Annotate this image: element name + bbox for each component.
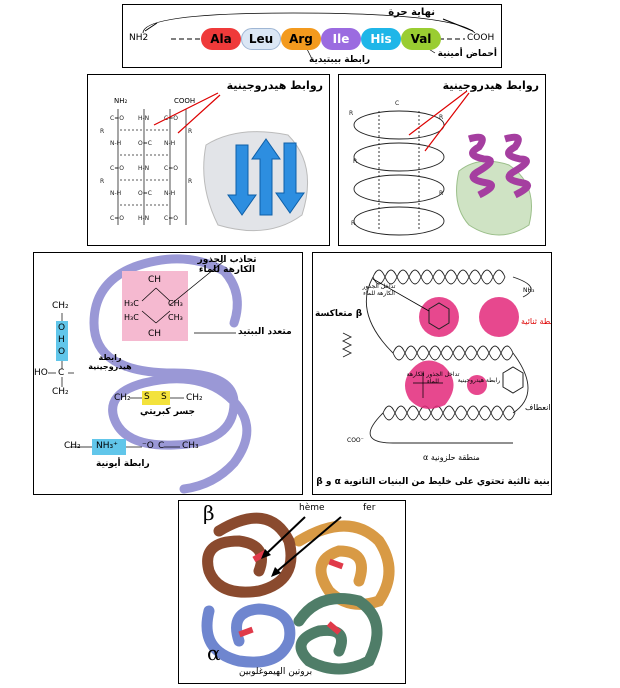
svg-text:C=O: C=O [110,115,124,122]
svg-text:N-H: N-H [110,140,121,147]
svg-text:R: R [351,220,355,227]
inside-hydrophobic-top: تداخل الجذور الكارهة للماء [362,283,396,297]
svg-text:C=O: C=O [164,215,178,222]
ch3-right: CH₃ [168,299,183,308]
ch2-ionic: CH₂ [64,441,81,451]
inside-hydrophobic-bottom: تداخل الجذور الكارهة للماء [406,371,460,385]
hydrogen-bond-mixed: رابطة هيدروجينية [457,377,501,384]
alpha-region-label: منطقة حلزونية α [423,453,480,462]
svg-text:R: R [188,178,192,185]
svg-text:H-N: H-N [138,215,149,222]
peptide-bond-label: رابطة بيبتيدية [309,55,371,65]
polypeptide-label: متعدد الببتيد [238,327,292,337]
amine-label: NH2 [129,33,149,43]
hemoglobin-drawing [201,512,395,675]
svg-text:N-H: N-H [110,190,121,197]
h-label: H [58,335,65,345]
beta-chain-label: β [203,501,215,525]
ch-top: CH [148,275,162,285]
peptide-chain-panel: نهاية حرة NH2 COOH Ala Leu Arg Ile His V… [122,4,502,68]
svg-text:N-H: N-H [164,190,175,197]
amino-acid-arg: Arg [281,28,321,50]
svg-text:H-N: H-N [138,165,149,172]
s-left: S [144,392,150,402]
amino-acid-leu: Leu [241,28,281,50]
disulfide-label: رابطة ثنائية [521,317,552,326]
svg-text:R: R [349,110,353,117]
svg-text:R: R [100,128,104,135]
svg-text:C=O: C=O [164,165,178,172]
svg-text:N-H: N-H [164,140,175,147]
ionic-bond-label: رابطة أيونية [96,459,150,469]
svg-text:R: R [100,178,104,185]
h3c-left-2: H₃C [124,313,139,322]
o-minus-label: ⁻O [142,441,154,451]
heme-label: hème [299,503,325,513]
hemoglobin-panel: β hème fer α بروتين الهيموغلوبين [178,500,406,684]
turn-region-label: منطقة انعطاف [525,403,551,412]
ch2-bottom: CH₂ [52,387,69,397]
sheet-title: روابط هيدروجينية [226,79,323,92]
ho-label: HO [34,368,48,378]
tertiary-backbone [48,254,252,494]
svg-text:R: R [439,190,443,197]
o-label-2: O [58,347,66,357]
h3c-left: H₃C [124,299,139,308]
nh3-label: NH₃⁺ [96,441,118,451]
ch2-top: CH₂ [52,301,69,311]
svg-text:C=O: C=O [110,215,124,222]
mixed-structure-panel: تداخل الجذور الكارهة للماء NH₃ β متعاكسة… [312,252,552,495]
disulfide-bridge-label: جسر كبريتي [140,407,196,417]
ch2-right-disulfide: CH₂ [186,393,203,403]
helix-title: روابط هيدروجينية [442,79,539,92]
svg-text:R: R [188,128,192,135]
svg-text:O=C: O=C [138,190,152,197]
svg-text:H-N: H-N [138,115,149,122]
nh3-mixed: NH₃ [523,287,535,294]
o-label: O [58,323,66,333]
c-label: C [58,368,65,378]
svg-text:C: C [395,100,399,107]
hemoglobin-caption: بروتين الهيموغلوبين [239,667,313,677]
amino-acid-ala: Ala [201,28,241,50]
ch3-right-2: CH₃ [168,313,183,322]
ch-bottom: CH [148,329,162,339]
mixed-caption: بنية ثالثية تحتوي على خليط من البنيات ال… [316,477,550,487]
alpha-helix-panel: R R R R R C روابط هيدروجينية [338,74,546,246]
svg-text:O=C: O=C [138,140,152,147]
svg-text:C=O: C=O [110,165,124,172]
coo-label: COO⁻ [347,437,364,444]
ch2-left-disulfide: CH₂ [114,393,131,403]
hydrophobic-title: تجاذب الجذور الكارهة للماء [197,255,257,275]
carboxyl-label: COOH [467,33,495,43]
beta-antiparallel-label: β متعاكسة [315,309,363,319]
s-right: S [161,392,167,402]
alpha-helix-drawing: R R R R R C [349,90,532,236]
svg-text:R: R [353,158,357,165]
amino-acid-his: His [361,28,401,50]
hydrogen-bond-label: رابطة هيدروجينية [88,353,132,371]
ch3-ionic: CH₃ [182,441,199,451]
tertiary-bonds-panel: تجاذب الجذور الكارهة للماء متعدد الببتيد… [33,252,303,495]
amino-acid-val: Val [401,28,441,50]
amino-acid-ile: Ile [321,28,361,50]
free-end-label: نهاية حرة [388,7,435,18]
svg-text:C=O: C=O [164,115,178,122]
alpha-chain-label: α [207,641,221,665]
svg-text:R: R [439,114,443,121]
sheet-cooh: COOH [174,97,196,105]
iron-label: fer [363,503,376,513]
sheet-nh2: NH₂ [114,97,128,105]
amino-acids-label: أحماض أمينية [437,49,497,59]
c-ionic: C [158,441,165,451]
mixed-structure-drawing [341,269,532,444]
